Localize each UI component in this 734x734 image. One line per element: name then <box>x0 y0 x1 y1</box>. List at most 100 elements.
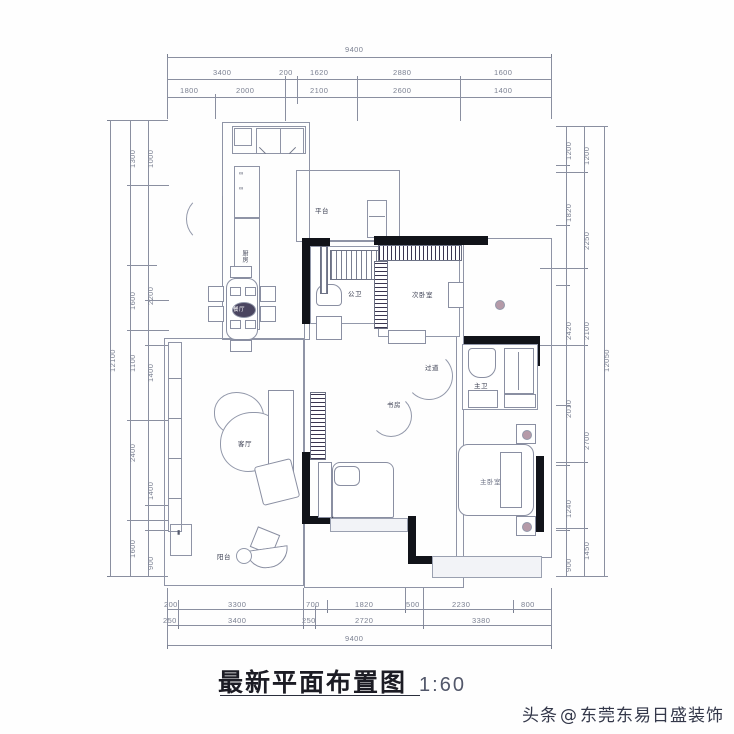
dining-centerpiece <box>232 302 256 318</box>
dim-top-mid-0: 3400 <box>213 68 232 77</box>
dim-bottom-outer-1: 3400 <box>228 616 247 625</box>
guest-bath-basin <box>316 316 342 340</box>
structural-wall-mid-left <box>302 452 310 524</box>
center-stair-strip <box>320 246 328 294</box>
lower-bedroom-wardrobe <box>310 392 326 460</box>
structural-wall-lower-mid <box>408 516 416 564</box>
watermark-at-sign: @ <box>560 706 578 726</box>
structural-wall-upper-right <box>374 236 488 245</box>
dining-place-setting-4 <box>245 320 256 329</box>
dim-bottom-outer-0: 250 <box>163 616 177 625</box>
second-bedroom-desk <box>448 282 464 308</box>
page-title: 最新平面布置图 <box>218 668 408 697</box>
structural-wall-center-left <box>302 238 310 324</box>
dim-bottom-inner-1: 3300 <box>228 600 247 609</box>
room-label-balcony-top: 平台 <box>315 208 329 215</box>
dim-top-mid-2: 1620 <box>310 68 329 77</box>
dim-top-mid-3: 2880 <box>393 68 412 77</box>
dining-chair-1 <box>208 286 224 302</box>
room-label-second-bedroom: 次卧室 <box>412 292 433 299</box>
dining-place-setting-2 <box>245 287 256 296</box>
dim-top-overall: 9400 <box>345 45 364 54</box>
dim-bottom-overall: 9400 <box>345 634 364 643</box>
structural-wall-lower-left <box>302 516 350 524</box>
room-label-guest-bath: 公卫 <box>348 291 362 298</box>
lower-bedroom-pillow <box>334 466 360 486</box>
master-bath-shower-drain <box>518 352 519 390</box>
dining-chair-5 <box>230 266 252 278</box>
title-underline <box>220 695 420 696</box>
lower-balcony-band <box>432 556 542 578</box>
dining-place-setting-1 <box>230 287 241 296</box>
master-bath-tub <box>468 348 496 378</box>
cabinet-divider-1 <box>168 378 182 379</box>
dim-bottom-outer-2: 250 <box>302 616 316 625</box>
lower-bedroom-headboard <box>318 462 332 518</box>
structural-wall-center-top <box>302 238 330 246</box>
master-bed-duvet-fold <box>500 452 522 508</box>
room-label-living: 客厅 <box>238 441 252 448</box>
drawing-title-block: 最新平面布置图 1:60 <box>218 663 466 699</box>
dining-chair-2 <box>208 306 224 322</box>
balcony-utility-glyph: ▮ <box>177 530 181 536</box>
dim-bottom-inner-2: 700 <box>306 600 320 609</box>
dim-top-inner-4: 1400 <box>494 86 513 95</box>
outer-envelope-terrace <box>296 170 400 242</box>
terrace-appliance <box>367 200 387 238</box>
corridor-door-arc <box>405 352 453 400</box>
master-lamp-top <box>522 430 532 440</box>
kitchen-tall-cabinet <box>234 166 260 218</box>
dim-top-mid-1: 200 <box>279 68 293 77</box>
dim-bottom-inner-6: 800 <box>521 600 535 609</box>
dim-bottom-inner-3: 1820 <box>355 600 374 609</box>
cabinet-divider-4 <box>168 498 182 499</box>
dim-top-mid-4: 1600 <box>494 68 513 77</box>
dim-bottom-inner-5: 2230 <box>452 600 471 609</box>
watermark: 头条@东莞东易日盛装饰 <box>522 701 724 726</box>
dining-chair-6 <box>230 340 252 352</box>
dim-top-inner-1: 2000 <box>236 86 255 95</box>
dim-top-inner-2: 2100 <box>310 86 329 95</box>
master-bath-vanity <box>468 390 498 408</box>
entry-door-leaf <box>222 196 223 240</box>
master-lamp-bottom <box>522 522 532 532</box>
structural-wall-bath-top <box>464 336 540 345</box>
second-bedroom-lamp <box>495 300 505 310</box>
dim-bottom-inner-4: 500 <box>406 600 420 609</box>
lower-center-band <box>330 518 408 532</box>
dim-bottom-inner-0: 200 <box>164 600 178 609</box>
cabinet-divider-3 <box>168 458 182 459</box>
kitchen-appliance-glyph-2: ∞ <box>239 186 244 192</box>
kitchen-stove-divider <box>280 128 281 154</box>
entry-door-arc <box>186 196 228 242</box>
left-wall-cabinet-strip <box>168 342 182 532</box>
balcony-utility-box <box>170 524 192 556</box>
second-bedroom-nightstand <box>388 330 426 344</box>
room-label-kitchen: 厨房 <box>241 250 247 263</box>
dining-place-setting-3 <box>230 320 241 329</box>
room-label-master-bath: 主卫 <box>474 383 488 390</box>
room-label-dining: 餐厅 <box>233 307 246 313</box>
master-bath-shower <box>504 348 534 394</box>
watermark-platform: 头条 <box>522 706 558 726</box>
dim-top-inner-0: 1800 <box>180 86 199 95</box>
dim-bottom-outer-4: 3380 <box>472 616 491 625</box>
second-bedroom-wardrobe-side <box>374 261 388 329</box>
room-label-balcony-left: 阳台 <box>217 554 231 561</box>
cabinet-divider-2 <box>168 418 182 419</box>
second-bedroom-wardrobe-top <box>378 245 462 261</box>
kitchen-appliance-glyph-1: ∞ <box>239 171 244 177</box>
watermark-brand: 东莞东易日盛装饰 <box>580 706 724 726</box>
scale-label: 1:60 <box>419 674 466 696</box>
structural-wall-bed-right <box>536 456 544 532</box>
room-label-master-bedroom: 主卧室 <box>480 479 501 486</box>
dim-top-inner-3: 2600 <box>393 86 412 95</box>
dining-chair-4 <box>260 306 276 322</box>
study-door-arc <box>370 395 412 437</box>
master-bath-counter <box>504 394 536 408</box>
kitchen-sink-unit <box>234 128 252 146</box>
dim-bottom-outer-3: 2720 <box>355 616 374 625</box>
balcony-side-table <box>236 548 252 564</box>
